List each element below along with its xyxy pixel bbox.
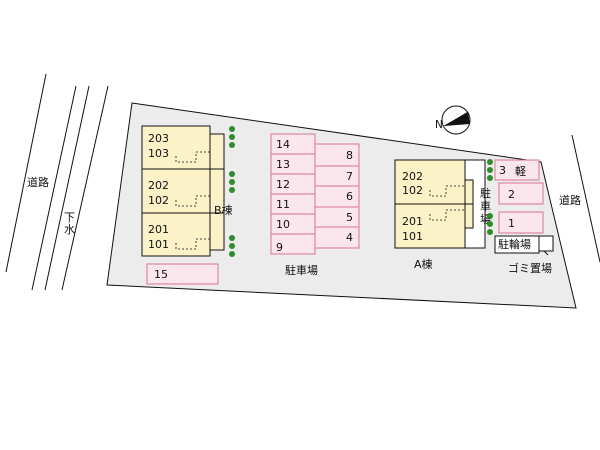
a-unit-201: 201 (402, 215, 423, 228)
parking-2: 2 (508, 188, 515, 201)
b-unit-201: 201 (148, 223, 169, 236)
building-a-name: A棟 (414, 257, 433, 271)
parking-14: 14 (276, 138, 290, 151)
tree-dot-icon (229, 243, 235, 249)
a-unit-202: 202 (402, 170, 423, 183)
parking-12: 12 (276, 178, 290, 191)
parking-main: 14 13 12 11 10 9 8 7 6 5 4 駐車場 (270, 133, 360, 277)
tree-dot-icon (229, 134, 235, 140)
b-unit-103: 103 (148, 147, 169, 160)
bicycle-parking: 駐輪場 (494, 235, 540, 254)
tree-dot-icon (487, 213, 493, 219)
b-unit-202: 202 (148, 179, 169, 192)
b-unit-203: 203 (148, 132, 169, 145)
building-a: 202 102 201 101 A棟 駐 車 場 (394, 159, 491, 271)
east-road-edge (571, 134, 600, 263)
parking-15-label: 15 (154, 268, 168, 281)
tree-dot-icon (229, 142, 235, 148)
parking-9: 9 (276, 241, 283, 254)
parking-a-spaces: 3 軽 2 1 (494, 159, 544, 234)
building-b-name: B棟 (214, 203, 233, 217)
b-unit-101: 101 (148, 238, 169, 251)
north-arrow-icon: N (435, 105, 471, 135)
parking-1: 1 (508, 217, 515, 230)
tree-dot-icon (229, 171, 235, 177)
parking-11: 11 (276, 198, 290, 211)
tree-dot-icon (229, 179, 235, 185)
a-parking-label-char3: 場 (480, 213, 491, 226)
building-b: 203 103 202 102 201 101 B棟 (141, 125, 233, 257)
bicycle-parking-label: 駐輪場 (498, 237, 531, 251)
parking-7: 7 (346, 170, 353, 183)
parking-5: 5 (346, 211, 353, 224)
east-road-label: 道路 (559, 193, 581, 207)
garbage-area: ゴミ置場 (508, 235, 554, 275)
parking-10: 10 (276, 218, 290, 231)
tree-dot-icon (229, 187, 235, 193)
west-road (5, 73, 109, 291)
b-unit-102: 102 (148, 194, 169, 207)
sewer-label-char1: 下 (64, 211, 75, 224)
parking-4: 4 (346, 231, 353, 244)
tree-dot-icon (487, 221, 493, 227)
a-unit-102: 102 (402, 184, 423, 197)
a-parking-label-char1: 駐 (480, 186, 491, 200)
tree-dot-icon (487, 167, 493, 173)
tree-dot-icon (487, 229, 493, 235)
building-b-trees (229, 126, 235, 257)
sewer-label-char2: 水 (64, 223, 75, 236)
tree-dot-icon (229, 126, 235, 132)
parking-13: 13 (276, 158, 290, 171)
compass-north-letter: N (435, 119, 443, 131)
a-unit-101: 101 (402, 230, 423, 243)
parking-8: 8 (346, 149, 353, 162)
tree-dot-icon (487, 175, 493, 181)
west-road-label: 道路 (27, 175, 49, 189)
garbage-label: ゴミ置場 (508, 261, 552, 275)
parking-6: 6 (346, 190, 353, 203)
building-a-trees (487, 159, 493, 235)
tree-dot-icon (229, 235, 235, 241)
tree-dot-icon (487, 159, 493, 165)
tree-dot-icon (229, 251, 235, 257)
parking-3: 3 (499, 164, 506, 177)
a-parking-label-char2: 車 (480, 199, 491, 213)
parking-3-kei: 軽 (515, 165, 526, 178)
parking-main-label: 駐車場 (285, 263, 318, 277)
parking-space-15: 15 (146, 263, 219, 285)
